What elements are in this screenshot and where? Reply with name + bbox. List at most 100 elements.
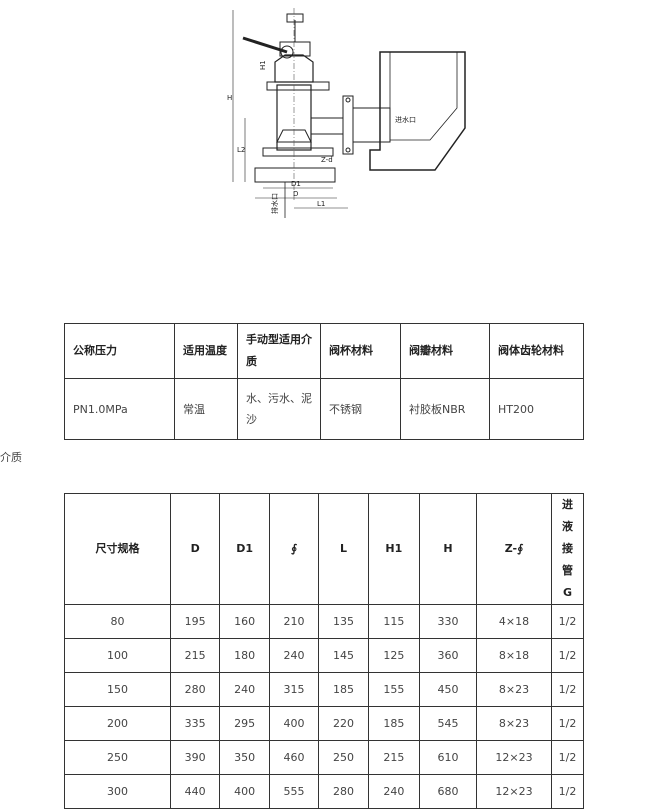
header-l: L — [318, 493, 369, 605]
bolt-icon — [345, 147, 351, 153]
cell-l: 280 — [318, 774, 369, 809]
header-temperature: 适用温度 — [174, 323, 238, 379]
cell-phi: 240 — [268, 638, 320, 673]
header-inlet-pipe: 进液接管G — [551, 493, 584, 605]
cell-size: 80 — [64, 604, 171, 639]
cell-h1: 215 — [367, 740, 421, 775]
label-outlet: 排水口 — [270, 193, 279, 214]
header-d1: D1 — [219, 493, 270, 605]
spindle-cap — [286, 13, 304, 23]
cell-z-phi: 12×23 — [476, 774, 552, 809]
label-l1: L1 — [317, 200, 325, 208]
cell-l: 220 — [318, 706, 369, 741]
cell-phi: 555 — [268, 774, 320, 809]
cell-z-phi: 4×18 — [476, 604, 552, 639]
label-h1: H1 — [259, 60, 267, 70]
cell-h: 330 — [419, 604, 478, 639]
cell-d1: 180 — [219, 638, 270, 673]
cell-z-phi: 8×18 — [476, 638, 552, 673]
cell-h: 360 — [419, 638, 478, 673]
cell-size: 300 — [64, 774, 171, 809]
cell-h1: 115 — [367, 604, 421, 639]
header-size: 尺寸规格 — [64, 493, 171, 605]
cell-d1: 160 — [219, 604, 270, 639]
cell-d: 440 — [169, 774, 221, 809]
cell-l: 250 — [318, 740, 369, 775]
cell-d: 390 — [169, 740, 221, 775]
header-disc-material: 阀瓣材料 — [400, 323, 490, 379]
medium-note: 介质 — [0, 451, 22, 464]
cell-cup-material: 不锈钢 — [320, 378, 401, 440]
bolt-icon — [345, 97, 351, 103]
header-z-phi: Z-∮ — [476, 493, 552, 605]
cell-phi: 315 — [268, 672, 320, 707]
cell-inlet-pipe: 1/2 — [551, 706, 584, 741]
cell-h1: 240 — [367, 774, 421, 809]
header-medium: 手动型适用介质 — [237, 323, 321, 379]
cell-d1: 240 — [219, 672, 270, 707]
cell-h: 450 — [419, 672, 478, 707]
lever-arm — [242, 36, 288, 54]
gearbox-top — [279, 41, 311, 57]
header-h1: H1 — [367, 493, 421, 605]
cell-inlet-pipe: 1/2 — [551, 740, 584, 775]
spec-table-row: PN1.0MPa 常温 水、污水、泥沙 不锈钢 衬胶板NBR HT200 — [64, 378, 584, 440]
cell-d: 335 — [169, 706, 221, 741]
cell-inlet-pipe: 1/2 — [551, 638, 584, 673]
cell-d1: 295 — [219, 706, 270, 741]
cell-h: 610 — [419, 740, 478, 775]
header-cup-material: 阀杯材料 — [320, 323, 401, 379]
pipe-flange — [342, 95, 354, 155]
tank-wall — [369, 51, 466, 171]
cell-h1: 185 — [367, 706, 421, 741]
cell-z-phi: 12×23 — [476, 740, 552, 775]
label-l2: L2 — [237, 146, 245, 154]
header-d: D — [169, 493, 221, 605]
cell-h: 545 — [419, 706, 478, 741]
valve-technical-drawing: H L2 D1 D L1 Z-d 进水口 排水口 H1 — [227, 8, 466, 218]
label-d1: D1 — [291, 180, 301, 188]
handwheel-hub — [280, 45, 294, 59]
label-inlet: 进水口 — [395, 115, 416, 124]
label-z-d: Z-d — [321, 156, 333, 164]
cell-size: 250 — [64, 740, 171, 775]
cell-h: 680 — [419, 774, 478, 809]
cell-phi: 400 — [268, 706, 320, 741]
cell-medium: 水、污水、泥沙 — [237, 378, 321, 440]
cell-z-phi: 8×23 — [476, 706, 552, 741]
spec-table: 公称压力 适用温度 手动型适用介质 阀杯材料 阀瓣材料 阀体齿轮材料 PN1.0… — [64, 323, 584, 440]
cell-l: 185 — [318, 672, 369, 707]
valve-disc — [276, 129, 312, 143]
cell-size: 100 — [64, 638, 171, 673]
cell-inlet-pipe: 1/2 — [551, 774, 584, 809]
cell-temperature: 常温 — [174, 378, 238, 440]
cell-pressure: PN1.0MPa — [64, 378, 175, 440]
valve-base — [254, 167, 336, 183]
inlet-pipe — [352, 107, 391, 143]
cell-disc-material: 衬胶板NBR — [400, 378, 490, 440]
header-nominal-pressure: 公称压力 — [64, 323, 175, 379]
gearbox — [274, 54, 314, 83]
spec-table-header-row: 公称压力 适用温度 手动型适用介质 阀杯材料 阀瓣材料 阀体齿轮材料 — [64, 323, 584, 379]
valve-lower-flange — [262, 147, 334, 157]
cell-inlet-pipe: 1/2 — [551, 672, 584, 707]
cell-d1: 350 — [219, 740, 270, 775]
header-body-material: 阀体齿轮材料 — [489, 323, 584, 379]
header-h: H — [419, 493, 478, 605]
cell-l: 135 — [318, 604, 369, 639]
tank-wall-inner — [389, 52, 458, 141]
valve-top-flange — [266, 81, 330, 91]
cell-d: 280 — [169, 672, 221, 707]
cell-inlet-pipe: 1/2 — [551, 604, 584, 639]
cell-phi: 210 — [268, 604, 320, 639]
header-phi: ∮ — [268, 493, 320, 605]
cell-phi: 460 — [268, 740, 320, 775]
cell-d: 195 — [169, 604, 221, 639]
